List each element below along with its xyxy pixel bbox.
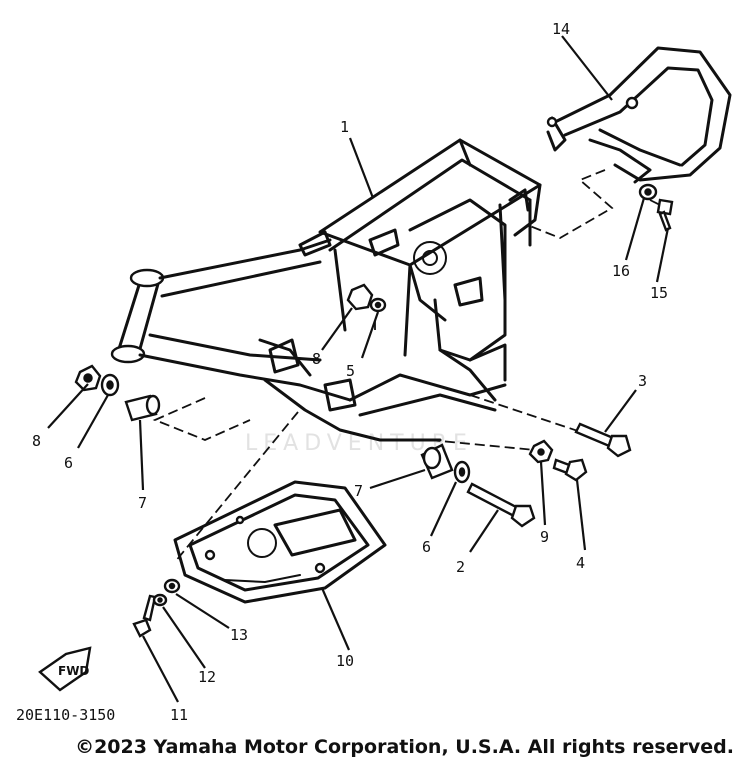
skid-plate — [173, 480, 387, 604]
rear-bracket — [546, 46, 732, 184]
bolt-15 — [656, 198, 674, 232]
collar-16 — [638, 183, 658, 201]
callout-12: 12 — [198, 668, 216, 686]
bolt-4 — [552, 458, 588, 482]
left-bushing — [124, 394, 161, 422]
bolt-11 — [132, 594, 157, 638]
callout-7-left: 7 — [138, 494, 147, 512]
callout-labels: 1 2 3 4 5 6 6 7 7 8 8 9 10 11 12 13 14 1… — [32, 20, 668, 724]
callout-1: 1 — [340, 118, 349, 136]
callout-13: 13 — [230, 626, 248, 644]
collar-13 — [163, 578, 181, 594]
fwd-label: FWD — [58, 664, 89, 678]
spring-washer-12 — [152, 593, 168, 607]
callout-14: 14 — [552, 20, 570, 38]
callout-6-right: 6 — [422, 538, 431, 556]
callout-2: 2 — [456, 558, 465, 576]
long-bolt-3 — [574, 422, 632, 458]
forward-arrow-icon: FWD — [38, 646, 92, 692]
callout-9: 9 — [540, 528, 549, 546]
right-bushing — [420, 443, 454, 480]
left-washer — [100, 373, 120, 397]
nut-9 — [528, 439, 554, 464]
callout-11: 11 — [170, 706, 188, 724]
main-frame — [110, 138, 542, 442]
callout-15: 15 — [650, 284, 668, 302]
center-nut — [346, 283, 374, 311]
right-washer — [453, 460, 471, 484]
copyright-notice: ©2023 Yamaha Motor Corporation, U.S.A. A… — [75, 736, 734, 758]
long-bolt-2 — [466, 482, 536, 528]
callout-3: 3 — [638, 372, 647, 390]
callout-5: 5 — [346, 362, 355, 380]
callout-8-center: 8 — [312, 350, 321, 368]
drawing-code: 20E110-3150 — [16, 706, 115, 724]
callout-10: 10 — [336, 652, 354, 670]
callout-4: 4 — [576, 554, 585, 572]
center-collar — [369, 297, 387, 313]
callout-6-left: 6 — [64, 454, 73, 472]
assembly-lines — [152, 169, 661, 563]
callout-7-right: 7 — [354, 482, 363, 500]
left-nut — [74, 364, 102, 392]
leader-lines — [47, 35, 670, 703]
callout-16: 16 — [612, 262, 630, 280]
callout-8-left: 8 — [32, 432, 41, 450]
